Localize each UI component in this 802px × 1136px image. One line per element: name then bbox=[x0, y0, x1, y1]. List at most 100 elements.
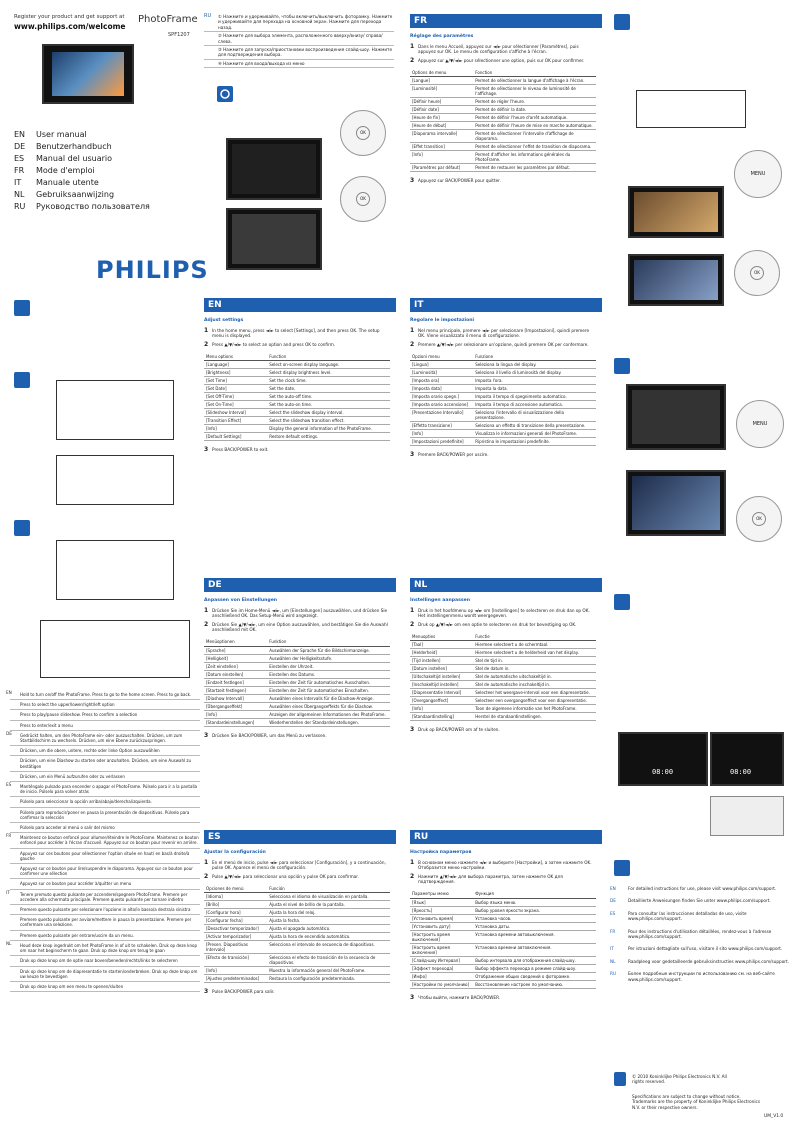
option-function: Selecciona el intervalo de secuencia de … bbox=[267, 940, 390, 955]
table-row: [Настроить время включения]Установка вре… bbox=[410, 943, 596, 957]
option-name: [Datum einstellen] bbox=[204, 670, 268, 679]
option-name: [Установить дату] bbox=[410, 922, 474, 931]
table-row: [Helligkeit]Auswählen der Helligkeitsstu… bbox=[204, 654, 390, 663]
button-description: Púlselo para seleccionar la opción arrib… bbox=[10, 797, 200, 808]
option-name: [Imposta orario accensione] bbox=[410, 400, 474, 410]
register-url[interactable]: www.philips.com/welcome bbox=[14, 22, 126, 31]
option-name: [Configurar fecha] bbox=[204, 916, 268, 926]
menu-button[interactable]: MENU bbox=[752, 420, 768, 427]
settings-icon bbox=[217, 86, 233, 102]
option-function: Muestra la información general del Photo… bbox=[267, 966, 390, 976]
table-row: [Tijd instellen]Stel de tijd in. bbox=[410, 656, 596, 666]
option-function: Selecteer een overgangseffect voor een d… bbox=[473, 696, 596, 706]
option-name: [Diapresentatie Interval] bbox=[410, 688, 474, 698]
option-function: Ajusta la hora del reloj. bbox=[267, 908, 390, 918]
table-row: [Datum einstellen]Einstellen des Datums. bbox=[204, 670, 390, 679]
ok-dpad[interactable]: OK bbox=[734, 250, 780, 296]
option-name: [Helligkeit] bbox=[204, 654, 268, 663]
section-subhead: Ajustar la configuración bbox=[204, 850, 266, 855]
ok-dpad[interactable]: OK bbox=[736, 496, 782, 542]
ok-dpad[interactable]: OK bbox=[340, 110, 386, 156]
step-text: В основном меню нажмите ◄/► и выберите [… bbox=[418, 859, 592, 871]
step-number: 2 bbox=[204, 620, 209, 628]
option-function: Imposta la data. bbox=[473, 384, 596, 394]
ok-dpad[interactable]: OK bbox=[340, 176, 386, 222]
section-header: RU bbox=[410, 830, 602, 844]
option-function: Einstellen der Zeit für automatisches Au… bbox=[267, 678, 390, 687]
option-name: [Paramètres par défaut] bbox=[410, 163, 474, 173]
option-name: [Desactivar temporizador] bbox=[204, 924, 268, 934]
table-row: [Language]Select on-screen display langu… bbox=[204, 360, 390, 370]
option-function: Ajusta el nivel de brillo de la pantalla… bbox=[267, 900, 390, 910]
ok-button[interactable]: OK bbox=[355, 125, 371, 141]
option-name: [Uitschakeltijd instellen] bbox=[410, 672, 474, 682]
option-function: Permet de sélectionner la langue d'affic… bbox=[473, 76, 596, 86]
table-row: [Sprache]Auswählen der Sprache für die B… bbox=[204, 646, 390, 655]
option-function: Display the general information of the P… bbox=[267, 424, 390, 434]
option-name: [Настройки по умолчанию] bbox=[410, 980, 474, 989]
ok-button[interactable]: OK bbox=[751, 511, 767, 527]
buttons-illustration bbox=[40, 620, 190, 678]
menu-button[interactable]: MENU bbox=[750, 170, 766, 177]
support-text: Pour des instructions d'utilisation déta… bbox=[628, 928, 772, 940]
table-row: [Brillo]Ajusta el nivel de brillo de la … bbox=[204, 900, 390, 910]
option-name: [Info] bbox=[410, 704, 474, 714]
copyright: © 2010 Koninklijke Philips Electronics N… bbox=[632, 1074, 727, 1085]
table-row: [Установить время]Установка часов. bbox=[410, 914, 596, 923]
option-name: [Overgangseffect] bbox=[410, 696, 474, 706]
tool-icon bbox=[14, 372, 30, 388]
table-row: [Luminosità]Seleziona il livello di lumi… bbox=[410, 368, 596, 378]
table-header: Параметры меню bbox=[410, 889, 474, 899]
table-row: [Zeit einstellen]Einstellen der Uhrzeit. bbox=[204, 662, 390, 671]
step-number: 3 bbox=[410, 726, 415, 734]
support-text: Para consultar las instrucciones detalla… bbox=[628, 910, 747, 922]
lang-code: IT bbox=[6, 889, 10, 895]
menu-dpad[interactable]: MENU bbox=[736, 400, 784, 448]
table-row: [Настроить время выключения]Установка вр… bbox=[410, 930, 596, 944]
option-function: Einstellen der Zeit für automatisches Ei… bbox=[267, 686, 390, 695]
option-function: Permet de définir l'heure de mise en mar… bbox=[473, 121, 596, 131]
option-name: [Настроить время выключения] bbox=[410, 930, 474, 944]
ru-item: ③ Нажмите для запуска/приостановки воспр… bbox=[204, 46, 394, 60]
table-row: [Язык]Выбор языка меню. bbox=[410, 898, 596, 907]
menu-dpad[interactable]: MENU bbox=[734, 150, 782, 198]
table-header: Function bbox=[267, 352, 390, 362]
ok-button[interactable]: OK bbox=[355, 191, 371, 207]
lang-code: DE bbox=[6, 730, 12, 736]
table-row: [Lingua]Seleziona la lingua del display. bbox=[410, 360, 596, 370]
option-name: [Info] bbox=[410, 429, 474, 439]
section-subhead: Instellingen aanpassen bbox=[410, 598, 471, 603]
option-name: [Endzeit festlegen] bbox=[204, 678, 268, 687]
step-number: 3 bbox=[410, 993, 415, 1001]
option-name: [Effet transition] bbox=[410, 142, 474, 152]
section-header: IT bbox=[410, 298, 602, 312]
option-function: Auswählen eines Intervalls für die Diash… bbox=[267, 694, 390, 703]
option-function: Stel de automatische uitschakeltijd in. bbox=[473, 672, 596, 682]
table-row: [Desactivar temporizador]Ajusta el apaga… bbox=[204, 924, 390, 934]
table-row: [Установить дату]Установка даты. bbox=[410, 922, 596, 931]
table-row: [Imposta orario accensione]Imposta il te… bbox=[410, 400, 596, 410]
option-function: Set the auto-on time. bbox=[267, 400, 390, 410]
button-description: Gedrückt halten, um den PhotoFrame ein- … bbox=[10, 731, 200, 747]
table-row: [Эффект перехода]Выбор эффекта перехода … bbox=[410, 964, 596, 973]
step-number: 3 bbox=[410, 177, 415, 185]
table-row: [Presen. Diapositivas Intervalo]Seleccio… bbox=[204, 940, 390, 955]
option-function: Выбор эффекта перехода в режиме слайд-шо… bbox=[473, 964, 596, 973]
ok-button[interactable]: OK bbox=[749, 265, 765, 281]
support-lang-code: DE bbox=[610, 898, 616, 904]
table-row: [Définir date]Permet de définir la date. bbox=[410, 105, 596, 115]
option-function: Stel de tijd in. bbox=[473, 656, 596, 666]
model-number: SPF1207 bbox=[168, 32, 190, 38]
option-function: Seleziona un effetto di transizione dell… bbox=[473, 421, 596, 431]
ru-item: ① Нажмите и удерживайте, чтобы включить/… bbox=[204, 14, 394, 33]
option-function: Установка времени автовыключения. bbox=[473, 930, 596, 944]
table-header: Opciones de menú bbox=[204, 884, 268, 894]
